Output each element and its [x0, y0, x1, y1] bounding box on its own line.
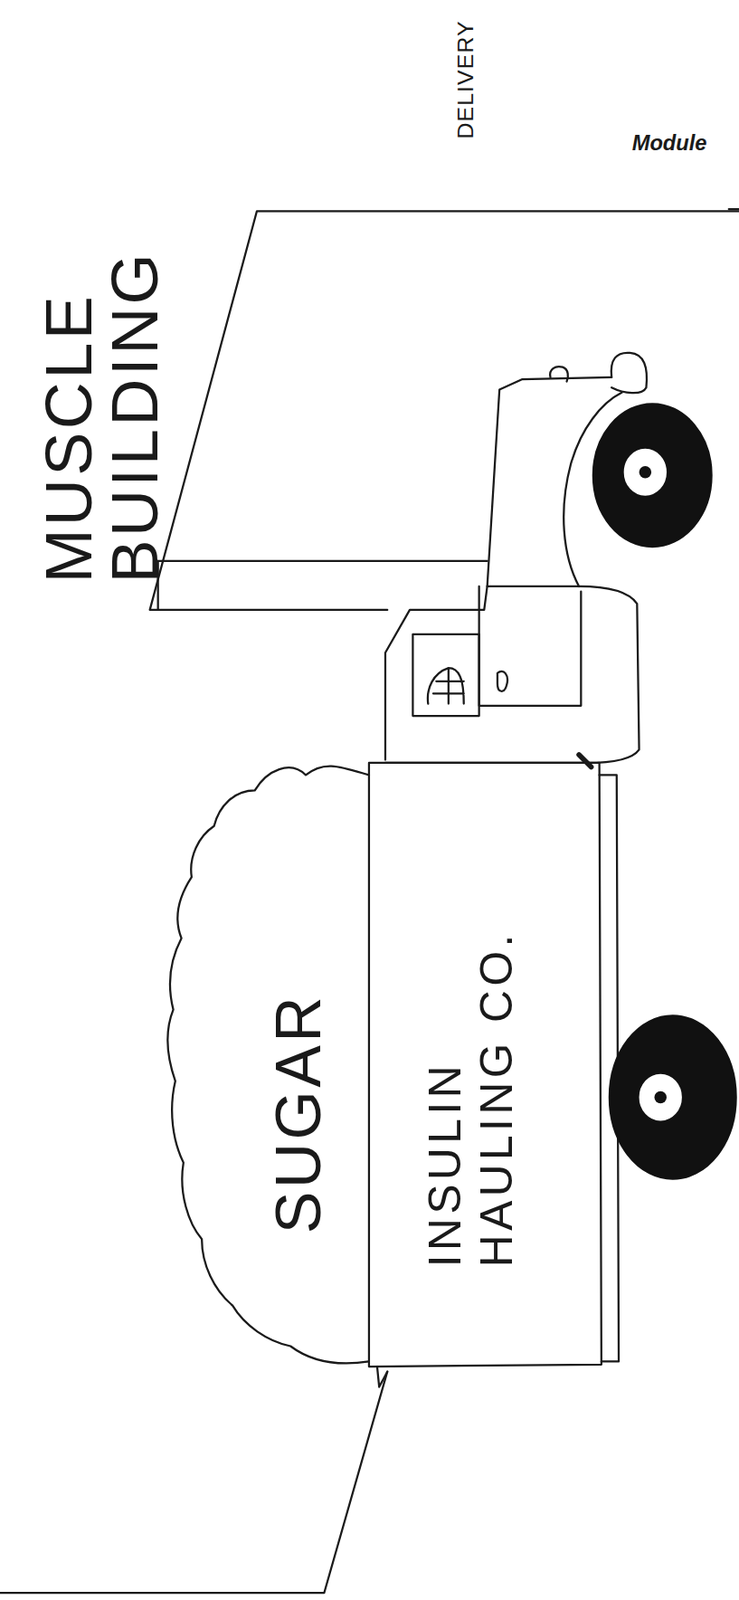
sign-text: DELIVERY	[451, 8, 481, 152]
text-shape: INSULIN HAULING CO.	[415, 914, 528, 1267]
building-outline	[0, 210, 739, 1592]
page-edge-mark	[729, 208, 739, 210]
sugar-pile	[167, 766, 370, 1364]
truck-bed	[369, 762, 619, 1366]
shape-text: INSULIN HAULING CO.	[419, 914, 523, 1267]
wheels	[593, 403, 737, 1178]
shape-text: MUSCLE BUILDING	[37, 277, 168, 584]
text-shape: MUSCLE BUILDING	[20, 277, 184, 584]
shape-text: SUGAR	[266, 980, 331, 1246]
truck-cab	[385, 352, 647, 768]
module-label: Module	[632, 130, 708, 155]
text-shape: SUGAR	[263, 980, 335, 1246]
